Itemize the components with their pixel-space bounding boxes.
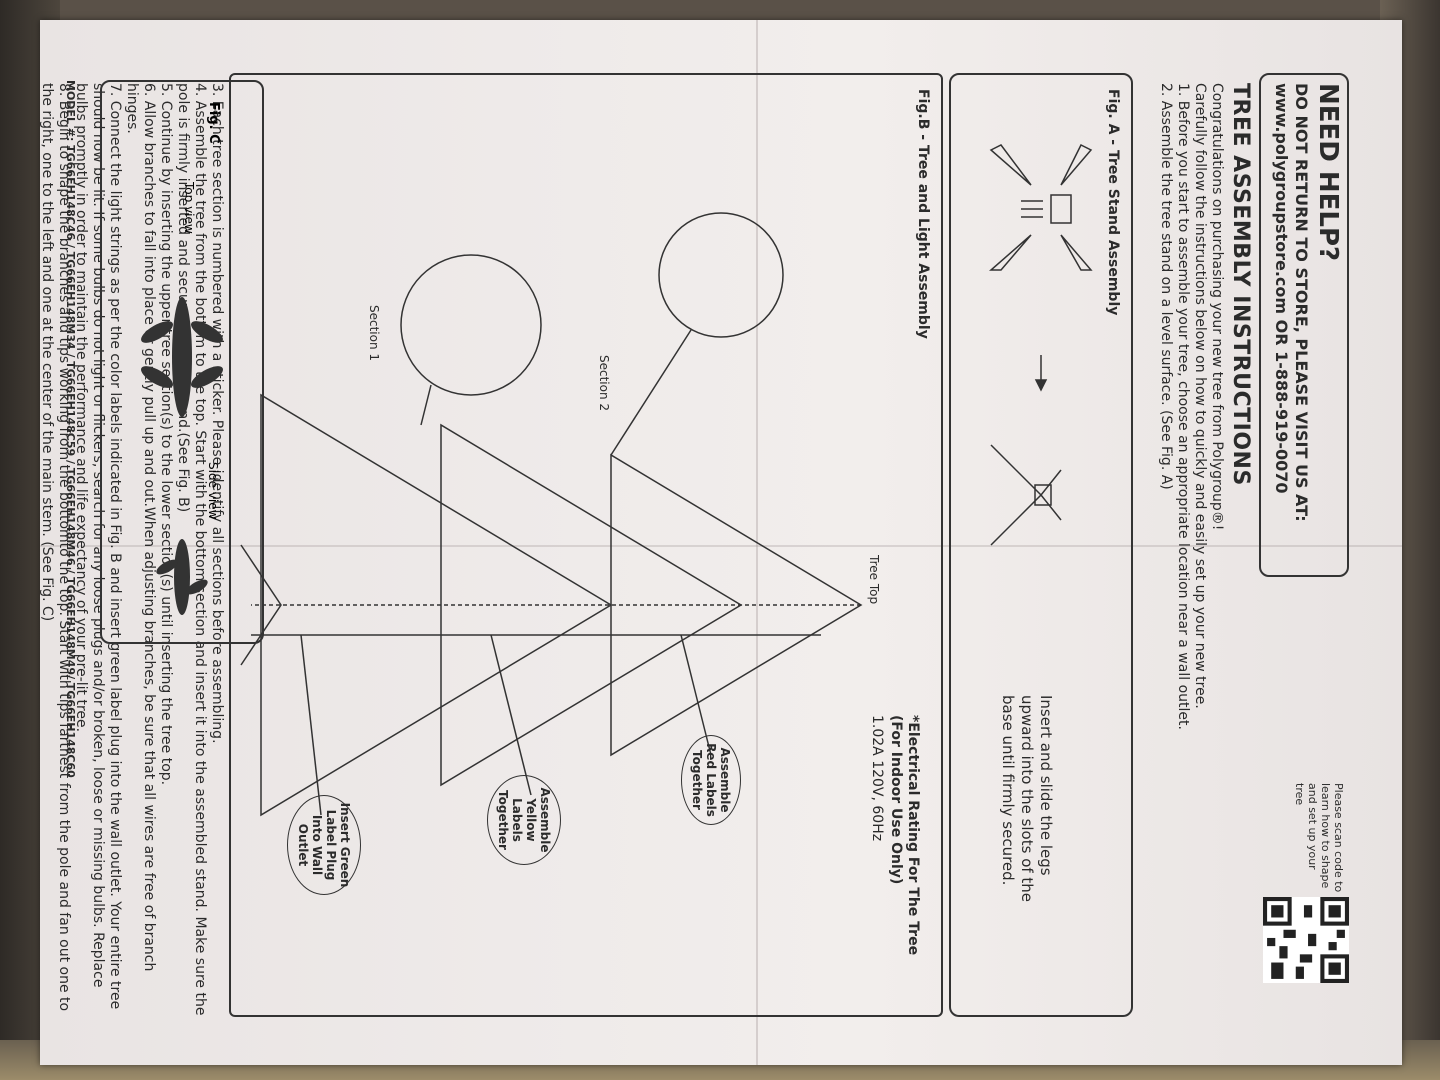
tree-top-label: Tree Top <box>867 555 881 605</box>
branch-side-view-icon <box>156 539 208 615</box>
page-title: TREE ASSEMBLY INSTRUCTIONS <box>1228 83 1253 486</box>
support-contact: www.polygroupstore.com OR 1-888-919-0070 <box>1272 83 1291 494</box>
intro-line: 1. Before you start to assemble your tre… <box>1175 83 1191 730</box>
section-2-label: Section 2 <box>597 355 611 412</box>
intro-text: Congratulations on purchasing your new t… <box>1157 83 1225 983</box>
fig-c-box: Fig. C Top view Side view <box>100 80 264 644</box>
red-labels-bubble: Assemble Red Labels Together <box>681 735 741 825</box>
tree-assembly-diagram <box>240 212 863 817</box>
tree-stand-diagram <box>989 143 1093 546</box>
section-1-label: Section 1 <box>367 305 381 362</box>
fig-a-box: Fig. A - Tree Stand Assembly Insert and … <box>949 73 1133 1017</box>
intro-line: 2. Assemble the tree stand on a level su… <box>1158 83 1174 490</box>
model-numbers: MODEL #: TG66EH148C46 / TG66EH148M34 / T… <box>64 80 77 778</box>
green-label-bubble: Insert Green Label Plug Into Wall Outlet <box>287 795 361 895</box>
qr-caption: Please scan code to learn how to shape a… <box>1293 783 1345 893</box>
yellow-labels-bubble: Assemble Yellow Labels Together <box>487 775 561 865</box>
intro-line: Congratulations on purchasing your new t… <box>1209 83 1225 531</box>
paper-fold-horizontal <box>40 545 1402 547</box>
fig-b-box: Fig.B - Tree and Light Assembly *Electri… <box>229 73 943 1017</box>
branch-top-view-icon <box>141 297 223 417</box>
document-content: NEED HELP? DO NOT RETURN TO STORE, PLEAS… <box>40 43 1371 1043</box>
fig-c-top-view-label: Top view <box>182 182 196 234</box>
step-line: the right, one to the left and one at th… <box>40 83 55 622</box>
need-help-heading: NEED HELP? <box>1313 83 1343 262</box>
intro-line: Carefully follow the instructions below … <box>1192 83 1208 709</box>
do-not-return-notice: DO NOT RETURN TO STORE, PLEASE VISIT US … <box>1292 83 1311 522</box>
qr-code-icon <box>1263 897 1349 983</box>
fig-c-title: Fig. C <box>206 102 221 144</box>
instruction-sheet: NEED HELP? DO NOT RETURN TO STORE, PLEAS… <box>40 20 1402 1065</box>
fig-c-side-view-label: Side view <box>206 462 220 520</box>
